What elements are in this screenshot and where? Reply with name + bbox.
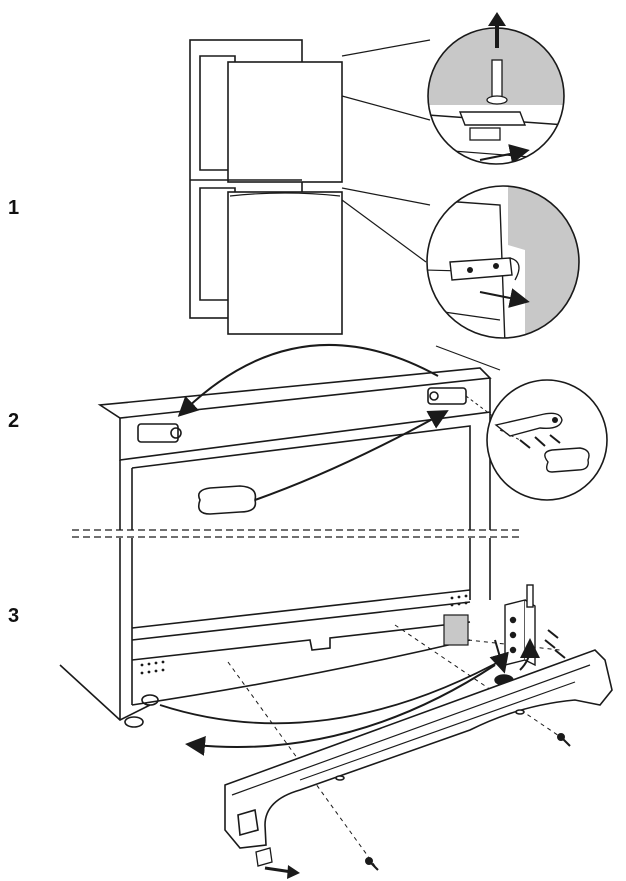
curved-arrow-icon xyxy=(177,344,439,417)
arrow-right-icon xyxy=(264,866,293,874)
break-lines xyxy=(72,529,520,538)
removed-clip xyxy=(255,847,300,879)
door-bottom-view xyxy=(59,538,566,867)
fridge-front-view xyxy=(189,39,431,335)
step-number-3: 3 xyxy=(8,605,20,627)
screw-icon xyxy=(519,434,561,449)
hinge-pin-detail xyxy=(486,379,608,501)
top-hinge-detail xyxy=(427,12,565,165)
step-number-2: 2 xyxy=(8,410,20,432)
door-top-view xyxy=(97,344,501,530)
step-number-1: 1 xyxy=(8,197,20,219)
lower-door xyxy=(227,191,343,335)
screw-icon xyxy=(544,629,566,659)
arrow-right-icon xyxy=(479,288,530,308)
cover-screws xyxy=(365,733,571,871)
screw-icon xyxy=(491,59,503,101)
kick-plate-cover xyxy=(224,649,613,849)
bottom-hinge-bracket xyxy=(489,584,566,686)
upper-door xyxy=(227,61,343,183)
middle-hinge-detail xyxy=(426,185,580,339)
curved-arrow-icon xyxy=(185,664,496,756)
